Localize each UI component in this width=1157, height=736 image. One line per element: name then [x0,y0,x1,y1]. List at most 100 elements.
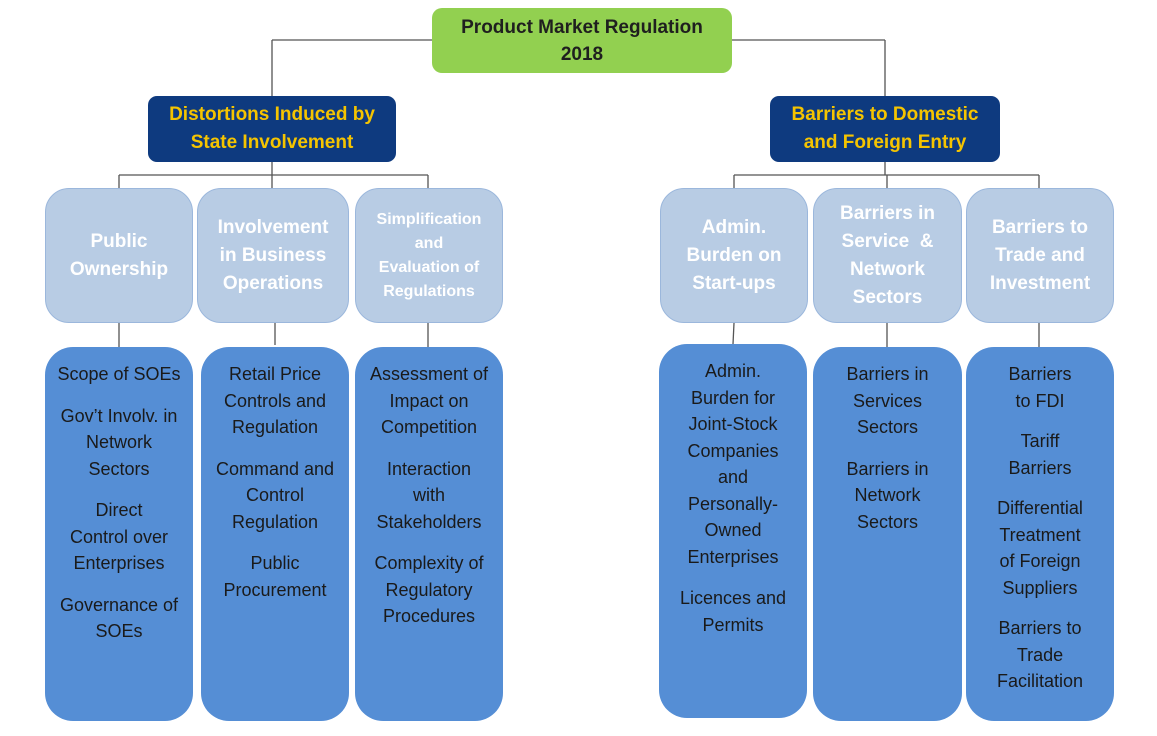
subcategory-line: Service & [841,230,934,252]
leaf-item-line: to FDI [1015,390,1065,411]
subcategory-involvement-business-operations: Involvement in Business Operations [197,188,349,323]
leaf-item-line: Interaction [386,458,472,479]
subcategory-line: Admin. [701,216,767,238]
pillar-title-line2: and Foreign Entry [803,132,967,153]
leaf-item-line: Network [85,432,152,452]
subcategory-simplification-evaluation-regulations: Simplification and Evaluation of Regulat… [355,188,503,323]
pillar-title-line1: Barriers to Domestic [791,104,979,125]
leaf-item-line: Licences and [679,588,787,608]
root-title-line1: Product Market Regulation [461,16,703,38]
subcategory-line: Regulations [383,282,475,300]
subcategory-line: Start-ups [692,272,776,294]
leaf-item: Barriers to FDI [1004,361,1075,414]
subcategory-public-ownership: Public Ownership [45,188,193,323]
leaf-item: Scope of SOEs [53,361,184,388]
subcategory-line: Public [90,230,148,252]
pillar-distortions-state-involvement: Distortions Induced by State Involvement [148,96,396,162]
leaf-item-line: Permits [702,614,764,635]
root-title-line2: 2018 [560,43,604,65]
leaf-item-line: Treatment [999,524,1081,545]
connector-sub4-leaf [732,322,735,345]
leaf-item-line: Sectors [856,417,919,437]
subcategory-admin-burden-startups: Admin. Burden on Start-ups [660,188,808,323]
leaf-item-line: Impact on [389,390,469,411]
subcategory-line: Sectors [852,286,923,308]
leaf-item-line: Barriers to [998,618,1082,638]
pillar-title-line1: Distortions Induced by [169,104,375,125]
leaf-item-line: Differential [997,498,1083,518]
leaf-item-line: Control over [69,526,169,547]
subcategory-line: and [414,234,444,252]
leaf-item-line: Stakeholders [376,511,482,532]
subcategory-line: in Business [219,244,327,266]
leaf-item-line: Tariff [1020,431,1060,451]
subcategory-line: Operations [222,272,324,294]
leaf-item-line: Regulation [231,417,319,437]
leaf-item-line: Personally- [687,493,779,514]
leaf-item-line: Governance of [59,594,179,615]
leaf-item-line: Controls and [223,390,327,411]
pillar-title-line2: State Involvement [190,132,354,153]
subcategory-line: Network [850,258,925,280]
leaf-item-line: Regulatory [385,579,473,600]
leaf-item-line: of Foreign [999,551,1081,571]
subcategory-line: Burden on [686,244,782,266]
leaf-item-line: Barriers in [846,364,929,384]
leaf-item-line: and [717,467,749,487]
leaf-item-line: Burden for [690,387,776,408]
leaf-item-line: Public [250,553,300,573]
leaf-item-line: Scope of SOEs [57,364,181,384]
subcategory-line: Barriers in [839,202,936,224]
leaf-item-line: Sectors [88,458,150,479]
leaf-item-line: Complexity of [374,553,484,573]
leaf-item-line: Admin. [704,361,761,381]
leaf-item-line: Regulation [231,511,319,532]
subcategory-line: Involvement [217,216,329,238]
pillar-barriers-domestic-foreign-entry: Barriers to Domestic and Foreign Entry [770,96,1000,162]
leaf-item-line: Trade [1016,644,1064,665]
subcategory-line: Evaluation of [378,258,480,276]
leaf-item-line: Gov’t Involv. in [60,405,178,426]
root-node-product-market-regulation: Product Market Regulation 2018 [432,8,732,73]
leaf-item-line: Enterprises [687,546,779,567]
subcategory-barriers-trade-investment: Barriers to Trade and Investment [966,188,1114,323]
leaf-item-line: Facilitation [996,671,1084,691]
leaf-item-line: Services [852,390,923,411]
leaf-item-line: Sectors [856,511,919,532]
subcategory-line: Trade and [995,244,1085,266]
subcategory-barriers-service-network-sectors: Barriers in Service & Network Sectors [813,188,962,323]
subcategory-line: Simplification [376,210,482,228]
leaf-item-line: Procedures [382,606,476,626]
leaf-item-line: Retail Price [228,364,322,384]
leaf-item-line: Suppliers [1002,577,1078,598]
leaf-item: Governance of SOEs [56,592,182,645]
leaf-item-line: SOEs [95,621,143,641]
leaf-item-line: Barriers [1008,364,1072,384]
subcategory-line: Investment [989,272,1091,294]
leaf-item-line: Competition [380,417,478,437]
leaf-item-line: Enterprises [73,553,165,573]
subcategory-line: Barriers to [991,216,1089,238]
leaf-item-line: Joint-Stock [688,414,778,434]
subcategory-line: Ownership [69,258,169,280]
leaf-item-line: Procurement [223,579,327,600]
leaf-item-line: Direct [95,500,143,520]
